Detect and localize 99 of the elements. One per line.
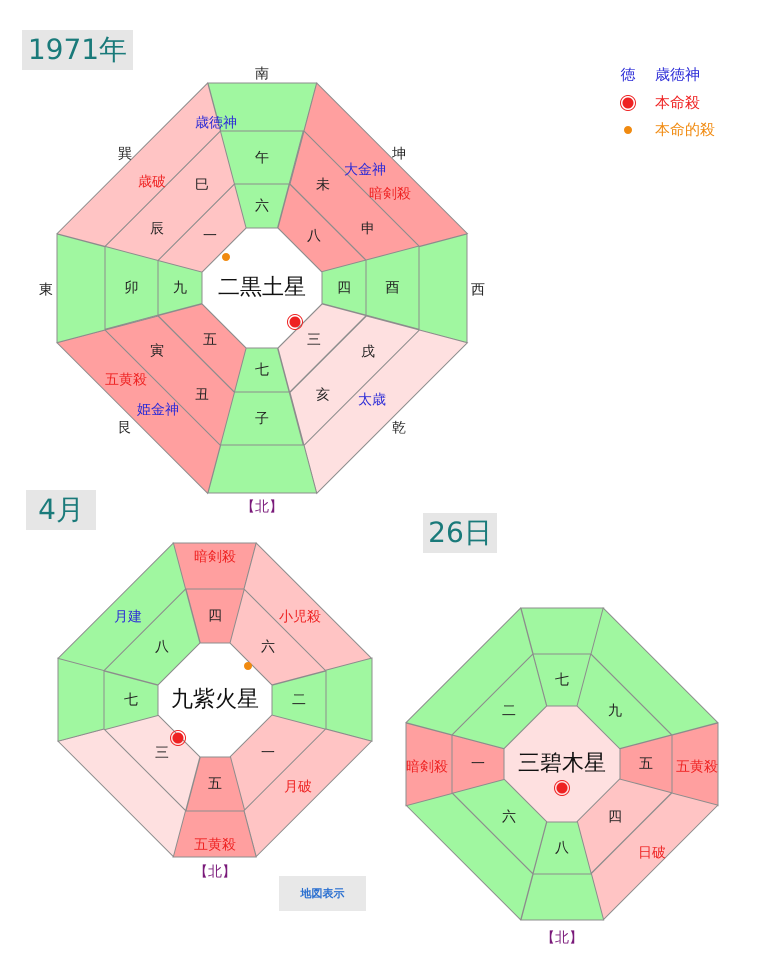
sector bbox=[520, 608, 604, 654]
omen-label: 月破 bbox=[284, 780, 312, 794]
omen-label: 日破 bbox=[638, 846, 666, 860]
omen-label: 小児殺 bbox=[278, 610, 321, 624]
sector bbox=[304, 330, 467, 493]
compass-label: 西 bbox=[471, 283, 485, 297]
star-number: 九 bbox=[608, 704, 622, 718]
sector bbox=[58, 543, 186, 671]
branch-label: 辰 bbox=[150, 222, 164, 236]
sector bbox=[58, 658, 104, 742]
date-heading: 4月 bbox=[26, 490, 96, 530]
sector bbox=[220, 131, 304, 184]
branch-label: 巳 bbox=[195, 178, 209, 192]
sector bbox=[230, 589, 326, 685]
sector bbox=[520, 874, 604, 920]
star-number: 二 bbox=[502, 704, 516, 718]
sector bbox=[326, 658, 372, 742]
legend-label: 本命殺 bbox=[655, 96, 700, 110]
star-number: 八 bbox=[554, 841, 569, 855]
star-number: 五 bbox=[203, 332, 218, 347]
star-number: 六 bbox=[502, 810, 516, 824]
sector bbox=[406, 793, 533, 920]
compass-label: 艮 bbox=[118, 421, 132, 435]
sector bbox=[220, 392, 304, 445]
branch-label: 戌 bbox=[360, 344, 375, 359]
branch-label: 寅 bbox=[150, 344, 164, 358]
sector bbox=[366, 246, 419, 330]
omen-label: 大金神 bbox=[344, 163, 386, 177]
date-heading: 26日 bbox=[423, 513, 497, 553]
star-number: 二 bbox=[292, 692, 306, 707]
omen-label: 姫金神 bbox=[137, 402, 179, 417]
star-number: 九 bbox=[173, 280, 187, 295]
omen-label: 暗剣殺 bbox=[194, 550, 236, 564]
omen-label: 月建 bbox=[114, 610, 142, 624]
sector bbox=[244, 729, 372, 857]
sector bbox=[105, 246, 158, 330]
star-number: 八 bbox=[306, 229, 321, 244]
star-number: 四 bbox=[337, 280, 351, 295]
branch-label: 酉 bbox=[386, 280, 400, 295]
sector bbox=[230, 715, 326, 811]
star-number: 三 bbox=[154, 746, 169, 760]
star-number: 三 bbox=[306, 332, 321, 347]
sector bbox=[173, 811, 257, 857]
branch-label: 未 bbox=[316, 178, 330, 192]
star-name: 九紫火星 bbox=[171, 689, 259, 711]
star-number: 八 bbox=[154, 640, 169, 654]
sector bbox=[406, 722, 452, 806]
compass-label: 東 bbox=[39, 283, 53, 297]
star-number: 四 bbox=[608, 810, 622, 824]
branch-label: 卯 bbox=[124, 280, 138, 295]
legend-symbol: 徳 bbox=[620, 68, 636, 82]
star-number: 七 bbox=[124, 692, 138, 707]
star-number: 六 bbox=[261, 640, 276, 654]
omen-label: 歳徳神 bbox=[195, 116, 237, 130]
branch-label: 子 bbox=[254, 412, 269, 426]
star-name: 二黒土星 bbox=[218, 277, 306, 299]
sector bbox=[577, 779, 672, 874]
star-number: 五 bbox=[208, 777, 222, 791]
branch-label: 午 bbox=[254, 150, 269, 164]
sector bbox=[591, 608, 718, 735]
star-number: 四 bbox=[208, 609, 222, 623]
star-number: 七 bbox=[254, 363, 269, 377]
compass-label: 巽 bbox=[118, 147, 132, 161]
star-number: 五 bbox=[639, 756, 653, 771]
north-label: 【北】 bbox=[194, 865, 236, 879]
legend-label: 歳徳神 bbox=[655, 68, 700, 82]
date-heading: 1971年 bbox=[22, 30, 133, 70]
north-label: 【北】 bbox=[541, 931, 583, 945]
star-number: 一 bbox=[471, 756, 485, 771]
omen-label: 暗剣殺 bbox=[368, 187, 411, 201]
star-name: 三碧木星 bbox=[518, 753, 606, 775]
sector bbox=[591, 793, 718, 920]
star-number: 一 bbox=[261, 746, 276, 760]
omen-label: 暗剣殺 bbox=[406, 760, 448, 774]
omen-label: 歳破 bbox=[138, 175, 166, 189]
star-number: 六 bbox=[254, 199, 269, 213]
branch-label: 亥 bbox=[316, 388, 330, 402]
sector bbox=[104, 715, 200, 811]
branch-label: 申 bbox=[360, 222, 375, 236]
compass-label: 坤 bbox=[392, 147, 406, 161]
sector bbox=[58, 729, 186, 857]
branch-label: 丑 bbox=[195, 388, 209, 402]
legend-label: 本命的殺 bbox=[655, 122, 715, 138]
sector bbox=[244, 543, 372, 671]
center-octagon bbox=[202, 228, 322, 348]
compass-label: 南 bbox=[255, 67, 269, 81]
omen-label: 太歳 bbox=[358, 392, 386, 407]
omen-label: 五黄殺 bbox=[194, 838, 236, 852]
sector bbox=[304, 83, 467, 246]
map-button: 地図表示 bbox=[279, 876, 366, 911]
sector bbox=[57, 330, 220, 493]
omen-label: 五黄殺 bbox=[676, 760, 718, 774]
sector bbox=[406, 608, 533, 735]
sector bbox=[672, 722, 718, 806]
compass-label: 乾 bbox=[392, 421, 406, 435]
star-number: 一 bbox=[203, 229, 218, 244]
north-label: 【北】 bbox=[241, 500, 283, 514]
omen-label: 五黄殺 bbox=[105, 372, 147, 387]
star-number: 七 bbox=[554, 673, 569, 687]
